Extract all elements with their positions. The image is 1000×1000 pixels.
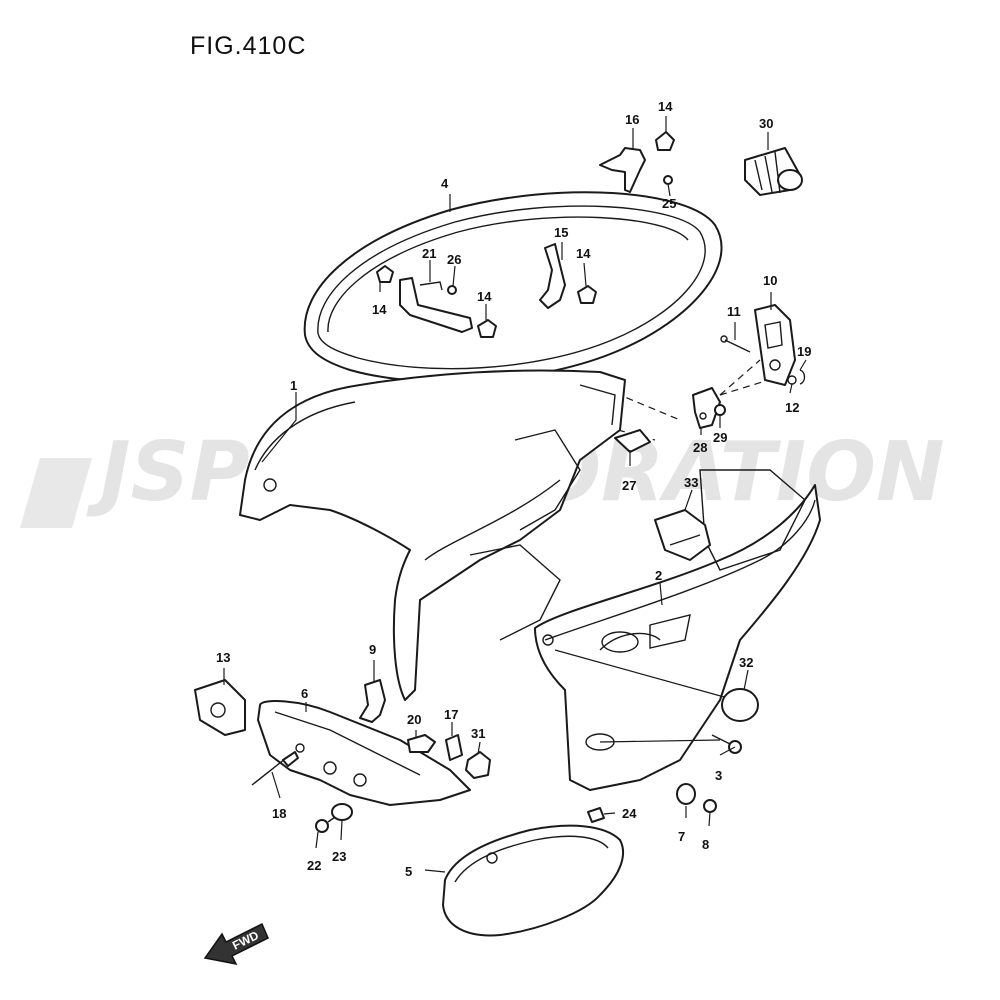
callout-15: 15 [554,225,568,240]
callout-4: 4 [441,176,449,191]
fwd-arrow: FWD [203,922,269,966]
callout-16: 16 [625,112,639,127]
part-16-bracket[interactable] [599,147,646,193]
part-3-bolt[interactable] [711,734,742,754]
part-15-bracket[interactable] [539,243,566,309]
callout-5: 5 [405,864,412,879]
callout-24: 24 [622,806,637,821]
part-13-grommet[interactable] [194,679,246,736]
callout-18: 18 [272,806,286,821]
part-30-plug[interactable] [744,147,803,196]
part-14-stopper-c[interactable] [477,319,497,338]
part-21-bracket[interactable] [399,277,473,333]
part-14-stopper-b[interactable] [376,265,394,283]
watermark-logo-mark [20,458,92,528]
part-32-cap[interactable] [721,688,759,722]
part-28-bracket[interactable] [692,387,721,429]
callout-26: 26 [447,252,461,267]
fwd-arrow-icon [203,922,269,966]
callout-14-a: 14 [658,99,673,114]
callout-32: 32 [739,655,753,670]
part-25-screw[interactable] [663,175,673,185]
callout-17: 17 [444,707,458,722]
part-5-gasket-plate[interactable] [442,824,625,937]
part-14-stopper-a[interactable] [655,131,675,151]
part-8-bolt[interactable] [703,799,717,813]
callout-6: 6 [301,686,308,701]
part-29-screw[interactable] [714,404,726,416]
callout-8: 8 [702,837,709,852]
callout-20: 20 [407,712,421,727]
callout-23: 23 [332,849,346,864]
part-6-lower-bracket[interactable] [257,700,471,806]
part-9-clip[interactable] [359,679,386,723]
callout-13: 13 [216,650,230,665]
callout-labels: 4 1 2 3 5 6 7 8 9 10 11 12 13 14 14 14 1… [216,99,811,879]
part-27-pad[interactable] [614,429,651,453]
callout-19: 19 [797,344,811,359]
part-2-side-cover-lower[interactable] [534,469,821,791]
callout-14-b: 14 [372,302,387,317]
callout-11: 11 [727,304,741,319]
figure-title: FIG.410C [190,32,307,60]
callout-14-d: 14 [576,246,591,261]
part-11-pin[interactable] [720,335,751,353]
callout-25: 25 [662,196,676,211]
callout-29: 29 [713,430,727,445]
part-10-latch[interactable] [754,304,796,386]
callout-22: 22 [307,858,321,873]
part-31-clip[interactable] [465,751,491,779]
part-26-screw[interactable] [447,285,457,295]
part-18-rod[interactable] [251,751,299,786]
callout-2: 2 [655,568,662,583]
callout-12: 12 [785,400,799,415]
callout-1: 1 [290,378,297,393]
callout-3: 3 [715,768,722,783]
part-1-side-cover-upper[interactable] [239,369,626,701]
part-24-clip[interactable] [587,807,605,823]
part-14-stopper-d[interactable] [577,285,597,304]
callout-30: 30 [759,116,773,131]
callout-31: 31 [471,726,485,741]
callout-14-c: 14 [477,289,492,304]
callout-9: 9 [369,642,376,657]
callout-27: 27 [622,478,636,493]
part-4-seal-ring[interactable] [303,191,723,383]
callout-7: 7 [678,829,685,844]
callout-10: 10 [763,273,777,288]
leader-lines [223,116,807,873]
part-20-pad[interactable] [407,734,436,753]
part-7-collar[interactable] [676,783,696,805]
callout-33: 33 [684,475,698,490]
part-17-sleeve[interactable] [445,734,463,761]
part-23-collar[interactable] [331,803,353,821]
callout-28: 28 [693,440,707,455]
callout-21: 21 [422,246,436,261]
